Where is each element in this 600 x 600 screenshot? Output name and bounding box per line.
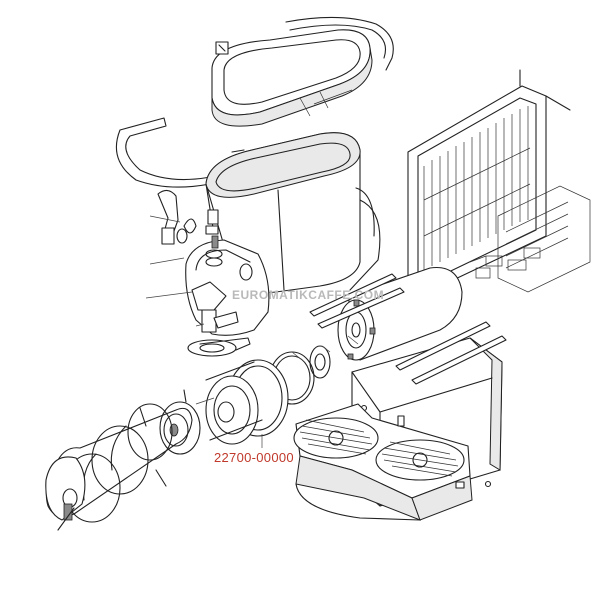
tap-lever (157, 189, 179, 245)
leader-lines (145, 215, 359, 448)
drip-tray-grate-left (293, 417, 379, 459)
lid-strap-right (285, 16, 394, 71)
support-rods (309, 273, 507, 385)
evaporator-cylinder (337, 266, 463, 361)
auger-spiral (45, 403, 193, 531)
drip-cup (187, 337, 251, 357)
bowl-lid (211, 29, 373, 127)
auger-drive-hub (159, 389, 201, 455)
rear-grille-panel (407, 69, 571, 291)
part-code-label: 22700-00000 (214, 450, 294, 465)
drip-tray-grate-right (375, 439, 465, 481)
watermark: EUROMATIKCAFFE.COM (232, 288, 385, 302)
tap-springs-and-pins (176, 209, 223, 267)
drip-tray (293, 403, 473, 521)
condenser-unit (469, 185, 591, 293)
bowl-gasket-flange (205, 359, 289, 445)
